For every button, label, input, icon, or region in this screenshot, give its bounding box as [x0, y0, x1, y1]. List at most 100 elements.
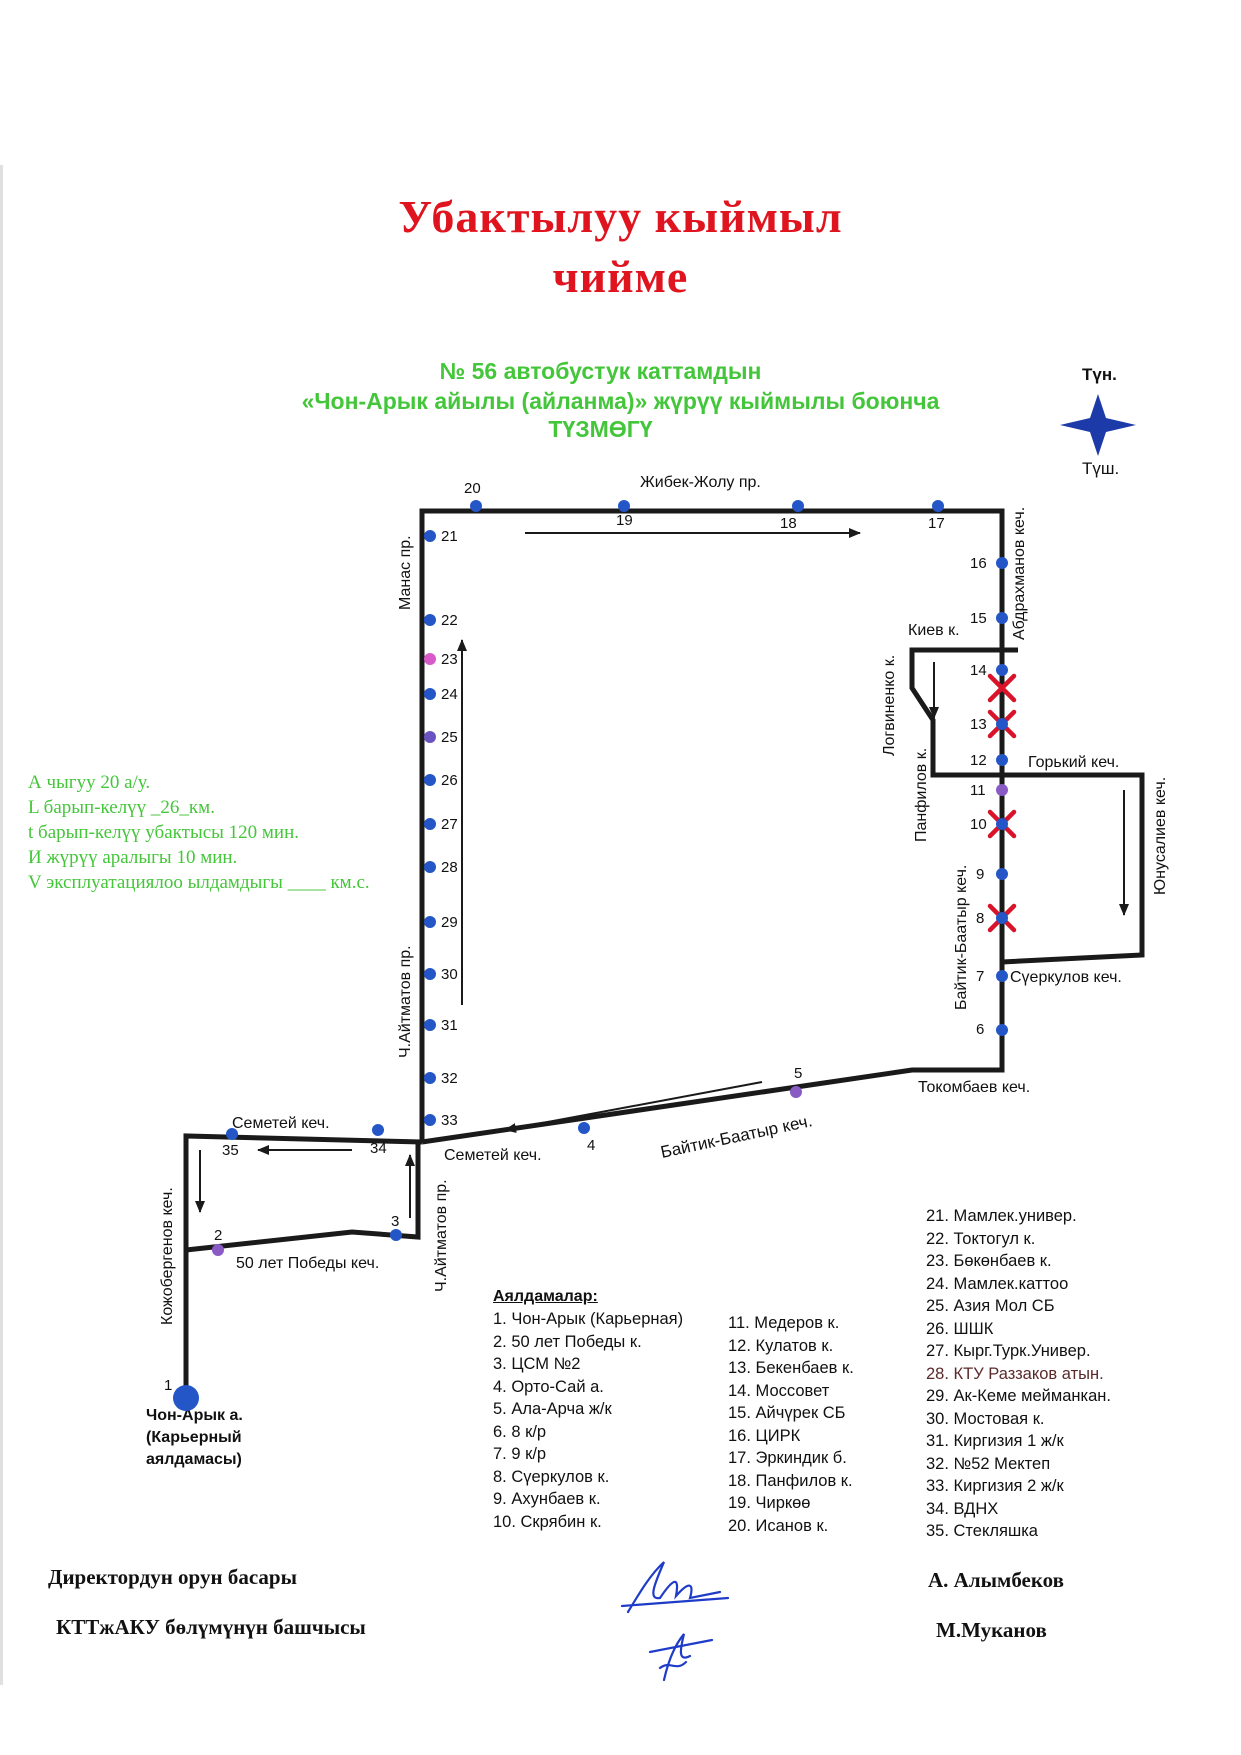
- street-aitmatov-lower: Ч.Айтматов пр.: [433, 1179, 450, 1292]
- stop-list-item: 20. Исанов к.: [728, 1516, 829, 1535]
- stop-list-item: 31. Киргизия 1 ж/к: [926, 1432, 1064, 1450]
- stop-number-21: 21: [441, 528, 458, 545]
- stops-column-2: 11. Медеров к. 12. Кулатов к. 13. Бекенб…: [728, 1312, 854, 1537]
- stop-dot-12: [996, 754, 1008, 766]
- terminal-label: Чон-Арык а. (Карьерный аялдамасы): [146, 1407, 243, 1468]
- stop-number-9: 9: [976, 866, 984, 883]
- street-zhibek-zholu: Жибек-Жолу пр.: [640, 474, 761, 491]
- stop-number-4: 4: [587, 1137, 595, 1154]
- compass-rose: Түн. Түш.: [1060, 365, 1136, 478]
- stop-dot-14: [996, 664, 1008, 676]
- stop-dot-28: [424, 861, 436, 873]
- street-baitik-baatyr-diagonal: Байтик-Баатыр кеч.: [659, 1111, 814, 1162]
- stop-dot-8: [996, 912, 1008, 924]
- stop-list-item: 3. ЦСМ №2: [493, 1355, 581, 1373]
- stop-dot-15: [996, 612, 1008, 624]
- stop-number-31: 31: [441, 1017, 458, 1034]
- stop-number-12: 12: [970, 752, 987, 769]
- param-speed: V эксплуатациялоо ылдамдыгы ____ км.с.: [28, 872, 370, 893]
- street-kiev: Киев к.: [908, 622, 960, 639]
- param-time: t барып-келүү убактысы 120 мин.: [28, 822, 300, 843]
- stop-number-15: 15: [970, 610, 987, 627]
- signature-marks: [620, 1561, 730, 1682]
- stop-dot-23: [424, 653, 436, 665]
- stop-number-6: 6: [976, 1021, 984, 1038]
- stop-number-13: 13: [970, 716, 987, 733]
- stop-dot-18: [792, 500, 804, 512]
- stop-list-item: 6. 8 к/р: [493, 1422, 547, 1441]
- subtitle-line-2: «Чон-Арык айылы (айланма)» жүрүү кыймылы…: [301, 388, 940, 414]
- stop-dot-5: [790, 1086, 802, 1098]
- street-manas: Манас пр.: [397, 535, 414, 610]
- stop-dot-16: [996, 557, 1008, 569]
- stop-number-1: 1: [164, 1377, 172, 1394]
- stop-list-item: 19. Чиркөө: [728, 1494, 811, 1512]
- stop-list-item: 30. Мостовая к.: [926, 1409, 1045, 1428]
- stop-list-item: 27. Кырг.Турк.Универ.: [926, 1342, 1091, 1360]
- stop-number-14: 14: [970, 662, 987, 679]
- stop-list-item: 35. Стекляшка: [926, 1522, 1038, 1540]
- stop-list-item: 5. Ала-Арча ж/к: [493, 1400, 612, 1418]
- stop-dot-22: [424, 614, 436, 626]
- stop-list-item: 16. ЦИРК: [728, 1426, 801, 1445]
- stop-list-item: 1. Чон-Арык (Карьерная): [493, 1310, 684, 1328]
- stop-dot-19: [618, 500, 630, 512]
- stop-number-26: 26: [441, 772, 458, 789]
- title-line-2: чийме: [552, 251, 689, 302]
- street-labels: Жибек-Жолу пр. Манас пр. Абдрахманов кеч…: [159, 474, 1169, 1325]
- street-logvinenko: Логвиненко к.: [881, 655, 898, 756]
- stop-number-3: 3: [391, 1213, 399, 1230]
- stop-dot-31: [424, 1019, 436, 1031]
- stop-list-item: 13. Бекенбаев к.: [728, 1359, 854, 1377]
- subtitle-line-1: № 56 автобустук каттамдын: [439, 358, 762, 384]
- stop-dot-30: [424, 968, 436, 980]
- terminal-line-2: (Карьерный: [146, 1429, 242, 1446]
- street-50-let-pobedy: 50 лет Победы кеч.: [236, 1255, 379, 1272]
- arrow-west-baitik: [504, 1081, 763, 1133]
- street-gorky: Горький кеч.: [1028, 754, 1119, 771]
- stop-list-item: 34. ВДНХ: [926, 1499, 999, 1518]
- stop-dot-34: [372, 1124, 384, 1136]
- scan-edge: [0, 165, 3, 1685]
- stop-number-11: 11: [970, 782, 986, 799]
- stop-number-35: 35: [222, 1142, 239, 1159]
- stop-dot-26: [424, 774, 436, 786]
- stops-column-3: 21. Мамлек.универ. 22. Токтогул к. 23. Б…: [926, 1205, 1111, 1543]
- title-line-1: Убактылуу кыймыл: [398, 191, 843, 242]
- stop-list-item: 12. Кулатов к.: [728, 1336, 834, 1355]
- stop-number-20: 20: [464, 480, 481, 497]
- stop-list-item: 8. Сүеркулов к.: [493, 1467, 610, 1486]
- stop-dot-6: [996, 1024, 1008, 1036]
- street-semetey-left: Семетей кеч.: [232, 1115, 330, 1132]
- stop-dot-4: [578, 1122, 590, 1134]
- stops-heading: Аялдамалар:: [493, 1288, 598, 1305]
- route-gorky-detour: [1001, 772, 1145, 965]
- param-vehicles: А чыгуу 20 а/у.: [28, 772, 151, 793]
- street-panfilov: Панфилов к.: [913, 748, 930, 842]
- stop-dot-25: [424, 731, 436, 743]
- stop-number-19: 19: [616, 512, 633, 529]
- stop-number-34: 34: [370, 1140, 387, 1157]
- stop-list-item: 22. Токтогул к.: [926, 1229, 1036, 1248]
- stop-dot-32: [424, 1072, 436, 1084]
- stop-number-16: 16: [970, 555, 987, 572]
- street-tokombaev: Токомбаев кеч.: [918, 1079, 1030, 1096]
- stop-list-item: 14. Моссовет: [728, 1381, 830, 1400]
- stop-number-17: 17: [928, 515, 945, 532]
- route-lines: [183, 508, 1145, 1398]
- compass-south-label: Түш.: [1082, 459, 1119, 478]
- stop-number-22: 22: [441, 612, 458, 629]
- signature-role-2: КТТжАКУ бөлүмүнүн башчысы: [56, 1615, 366, 1639]
- stop-dot-27: [424, 818, 436, 830]
- stop-dot-33: [424, 1114, 436, 1126]
- stop-dot-1: [173, 1385, 199, 1411]
- stop-dot-9: [996, 868, 1008, 880]
- terminal-line-3: аялдамасы): [146, 1451, 242, 1468]
- stop-dot-3: [390, 1229, 402, 1241]
- stop-list-item: 15. Айчүрек СБ: [728, 1404, 846, 1422]
- param-length: L барып-келүү _26_км.: [28, 797, 215, 818]
- street-aitmatov-upper: Ч.Айтматов пр.: [397, 945, 414, 1058]
- stop-number-33: 33: [441, 1112, 458, 1129]
- route-parameters: А чыгуу 20 а/у. L барып-келүү _26_км. t …: [28, 770, 370, 895]
